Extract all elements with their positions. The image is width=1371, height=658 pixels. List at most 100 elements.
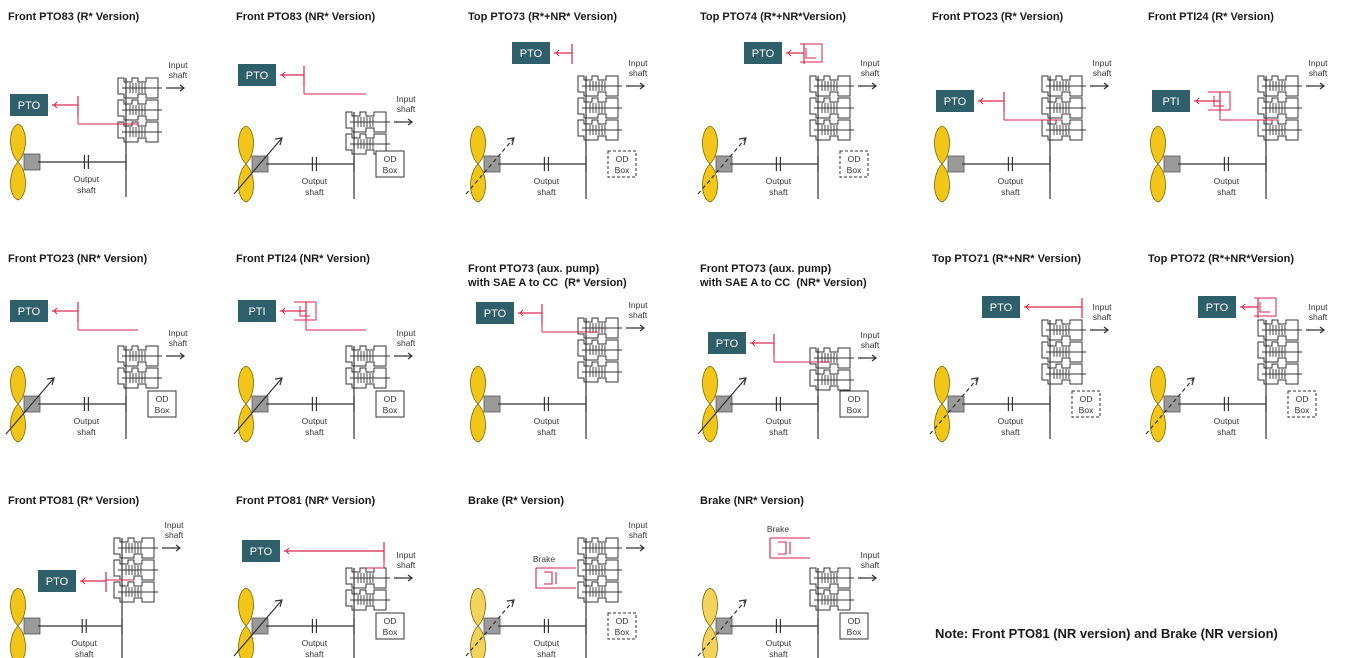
panel-title: Top PTO72 (R*+NR*Version) xyxy=(1148,253,1294,265)
propeller xyxy=(929,365,979,443)
input-shaft-label: Input xyxy=(1309,302,1329,312)
clutch-pack xyxy=(345,367,390,389)
od-box-label: OD xyxy=(848,616,861,626)
propeller-blade xyxy=(238,125,254,165)
clutch-pack xyxy=(1041,319,1086,341)
propeller-blade xyxy=(238,365,254,405)
propeller-blade xyxy=(702,625,718,658)
clutch-pack xyxy=(117,345,162,367)
clutch-pack xyxy=(345,133,390,155)
pto-box-label: PTO xyxy=(46,576,69,588)
output-shaft-label: shaft xyxy=(1217,427,1236,437)
input-shaft-label: Input xyxy=(861,550,881,560)
pto-box-label: PTO xyxy=(752,48,775,60)
propeller-hub xyxy=(23,617,41,635)
output-shaft-label: shaft xyxy=(769,187,788,197)
pto-box-fill xyxy=(242,540,280,562)
input-shaft-label: shaft xyxy=(861,68,880,78)
od-box xyxy=(607,612,637,640)
pto-box-fill xyxy=(476,302,514,324)
pto-box-fill xyxy=(10,94,48,116)
pto-box-fill xyxy=(1152,90,1190,112)
input-shaft-label: Input xyxy=(1093,58,1113,68)
output-shaft-label: shaft xyxy=(769,427,788,437)
propeller-blade xyxy=(10,625,26,658)
pto-box-fill xyxy=(744,42,782,64)
output-shaft-label: Output xyxy=(766,638,792,648)
output-shaft-label: shaft xyxy=(537,187,556,197)
od-box xyxy=(375,150,405,178)
output-shaft-label: shaft xyxy=(75,649,94,658)
propeller-blade xyxy=(702,587,718,627)
clutch-pack xyxy=(1041,341,1086,363)
output-shaft-label: Output xyxy=(1214,416,1240,426)
propeller-blade xyxy=(10,161,26,201)
od-box-label: Box xyxy=(847,165,862,175)
pto-box: PTI xyxy=(238,300,276,322)
propeller-blade xyxy=(934,403,950,443)
input-shaft-label: Input xyxy=(861,330,881,340)
pitch-arrow xyxy=(929,377,979,435)
clutch-pack xyxy=(809,75,854,97)
clutch-pack xyxy=(117,121,162,143)
pitch-arrow xyxy=(1145,377,1195,435)
input-shaft-label: Input xyxy=(169,328,189,338)
propeller-blade xyxy=(1150,403,1166,443)
od-box-label: OD xyxy=(156,394,169,404)
output-shaft-label: shaft xyxy=(305,649,324,658)
od-box xyxy=(1071,390,1101,418)
propeller xyxy=(465,587,515,658)
pitch-arrowhead xyxy=(274,377,283,386)
output-shaft-label: Output xyxy=(302,416,328,426)
output-shaft-label: Output xyxy=(302,176,328,186)
output-shaft-label: shaft xyxy=(1001,427,1020,437)
od-box-label: OD xyxy=(616,616,629,626)
input-shaft-label: Input xyxy=(1309,58,1329,68)
panel-title: Top PTO73 (R*+NR* Version) xyxy=(468,11,618,23)
od-box xyxy=(147,390,177,418)
output-shaft-label: Output xyxy=(534,416,560,426)
propeller-blade xyxy=(10,403,26,443)
input-shaft-label: shaft xyxy=(861,560,880,570)
pto-box: PTO xyxy=(1198,296,1236,318)
clutch-pack xyxy=(809,589,854,611)
pto-box-label: PTO xyxy=(990,302,1013,314)
input-shaft-label: shaft xyxy=(397,104,416,114)
pto-box: PTO xyxy=(476,302,514,324)
output-shaft-label: shaft xyxy=(537,649,556,658)
output-shaft-label: shaft xyxy=(305,427,324,437)
propeller-blade xyxy=(10,587,26,627)
panel-title: Top PTO71 (R*+NR* Version) xyxy=(932,253,1082,265)
clutch-pack xyxy=(809,369,854,391)
output-shaft-label: Output xyxy=(998,416,1024,426)
output-shaft-label: Output xyxy=(71,638,97,648)
clutch-pack xyxy=(809,347,854,369)
clutch-pack xyxy=(1257,363,1302,385)
clutch-pack xyxy=(113,581,158,603)
clutch-pack xyxy=(1041,119,1086,141)
od-box-label: OD xyxy=(616,154,629,164)
pto-box-fill xyxy=(238,64,276,86)
propeller-blade xyxy=(238,163,254,203)
propeller-blade xyxy=(1150,163,1166,203)
pto-box-label: PTO xyxy=(18,306,41,318)
pitch-arrowhead xyxy=(970,377,979,386)
input-shaft-label: shaft xyxy=(169,70,188,80)
pto-box-label: PTO xyxy=(18,100,41,112)
panel-title: Top PTO74 (R*+NR*Version) xyxy=(700,11,846,23)
propeller-hub xyxy=(947,155,965,173)
input-shaft-label: shaft xyxy=(1093,68,1112,78)
clutch-pack xyxy=(113,559,158,581)
propeller-hub xyxy=(23,153,41,171)
clutch-pack xyxy=(1041,75,1086,97)
input-shaft-label: Input xyxy=(629,58,649,68)
pitch-arrow xyxy=(697,137,747,195)
input-shaft-label: shaft xyxy=(629,310,648,320)
od-box-label: Box xyxy=(1295,405,1310,415)
od-box xyxy=(375,390,405,418)
propeller-blade xyxy=(702,125,718,165)
